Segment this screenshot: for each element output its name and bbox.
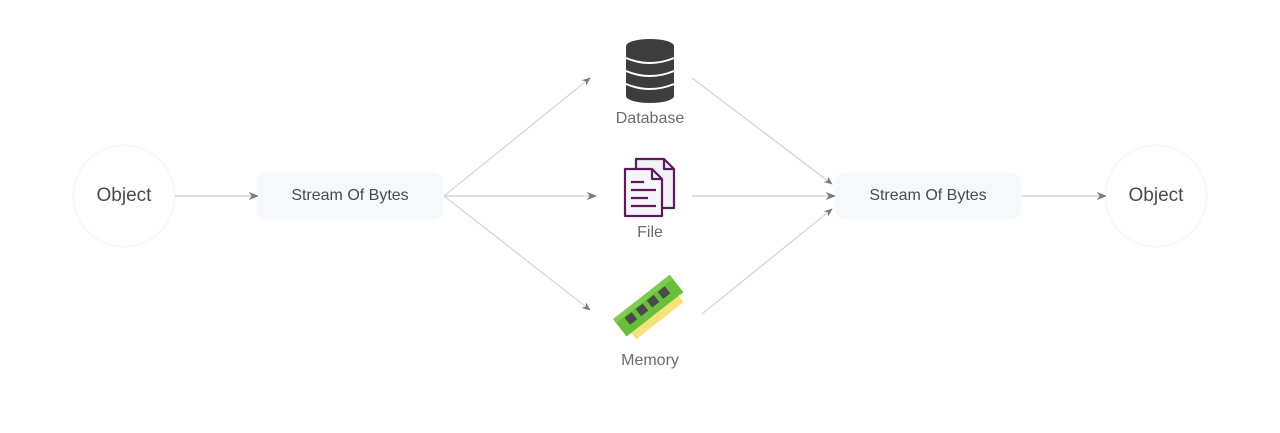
memory-label: Memory [621, 352, 679, 369]
source-object-node: Object [74, 146, 174, 246]
edge-memory-to-stream [701, 208, 833, 315]
file-node: File [590, 156, 710, 242]
file-label: File [637, 224, 663, 241]
edge-stream-to-memory [443, 195, 591, 311]
file-icon [623, 157, 676, 218]
source-object-label: Object [96, 185, 152, 206]
serialize-stream-label: Stream Of Bytes [291, 187, 409, 204]
memory-icon [613, 274, 684, 340]
edge-database-to-stream [691, 77, 833, 185]
edge-stream-to-database [443, 77, 591, 197]
target-object-label: Object [1128, 185, 1184, 206]
database-icon [625, 39, 675, 103]
serialize-stream-node: Stream Of Bytes [258, 174, 442, 218]
deserialize-stream-node: Stream Of Bytes [836, 174, 1020, 218]
deserialize-stream-label: Stream Of Bytes [869, 187, 987, 204]
database-node: Database [590, 38, 710, 128]
memory-node: Memory [590, 270, 710, 370]
database-label: Database [615, 110, 685, 127]
target-object-node: Object [1106, 146, 1206, 246]
